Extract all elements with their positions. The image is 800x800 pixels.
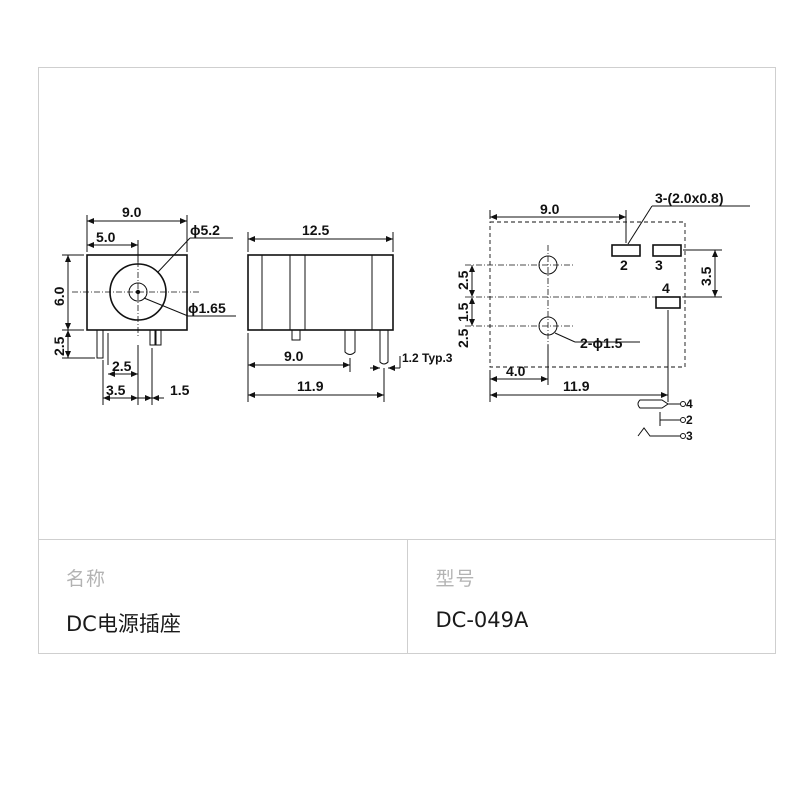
pcb-hole-span-dim: 9.0 <box>540 201 560 217</box>
pcb-edge-dim: 4.0 <box>506 363 526 379</box>
side-pin-width-dim: 1.2 Typ.3 <box>402 351 453 365</box>
schematic-pin-2: 2 <box>686 413 693 427</box>
pcb-hole-spec-dim: 2-ϕ1.5 <box>580 335 623 351</box>
side-total-dim: 11.9 <box>297 378 324 394</box>
model-value: DC-049A <box>435 608 529 632</box>
pcb-layout-view: 9.0 3-(2.0x0.8) 2 3 4 2.5 1.5 2.5 3.5 2-… <box>455 190 750 443</box>
pcb-pin-label-4: 4 <box>662 280 670 296</box>
schematic-pin-4: 4 <box>686 397 693 411</box>
side-view: 12.5 9.0 11.9 1.2 Typ.3 <box>247 222 453 402</box>
front-outer-dia-dim: ϕ5.2 <box>190 222 220 238</box>
front-width-dim: 9.0 <box>122 204 142 220</box>
pcb-pin-label-3: 3 <box>655 257 663 273</box>
front-pin-len-dim: 2.5 <box>51 336 67 356</box>
model-cell: 型号 DC-049A <box>406 540 777 654</box>
pcb-pin-label-2: 2 <box>620 257 628 273</box>
jack-schematic-symbol: 4 2 3 <box>637 397 693 443</box>
side-length-dim: 12.5 <box>302 222 329 238</box>
front-pin-base-dim: 3.5 <box>106 382 126 398</box>
name-value: DC电源插座 <box>66 612 181 636</box>
schematic-pin-3: 3 <box>686 429 693 443</box>
front-offset-dim: 5.0 <box>96 229 116 245</box>
pcb-total-dim: 11.9 <box>563 378 590 394</box>
model-label: 型号 <box>435 568 476 590</box>
pcb-hole-v3-dim: 2.5 <box>455 328 471 348</box>
name-label: 名称 <box>66 568 107 590</box>
front-pin-gap-dim: 2.5 <box>112 358 132 374</box>
front-view: 9.0 5.0 ϕ5.2 ϕ1.65 6.0 2.5 2.5 3.5 1.5 <box>51 204 236 405</box>
pcb-hole-v2-dim: 1.5 <box>455 302 471 322</box>
front-pin-side-dim: 1.5 <box>170 382 190 398</box>
pcb-hole-v1-dim: 2.5 <box>455 270 471 290</box>
front-height-dim: 6.0 <box>51 286 67 306</box>
technical-drawing: 9.0 5.0 ϕ5.2 ϕ1.65 6.0 2.5 2.5 3.5 1.5 <box>51 190 750 443</box>
pcb-slot-spec-dim: 3-(2.0x0.8) <box>655 190 723 206</box>
side-pin-pos-dim: 9.0 <box>284 348 304 364</box>
front-pin-dia-dim: ϕ1.65 <box>188 300 226 316</box>
pcb-slot-gap-dim: 3.5 <box>698 266 714 286</box>
name-cell: 名称 DC电源插座 <box>38 540 407 654</box>
product-info-table: 名称 DC电源插座 型号 DC-049A <box>38 539 776 654</box>
